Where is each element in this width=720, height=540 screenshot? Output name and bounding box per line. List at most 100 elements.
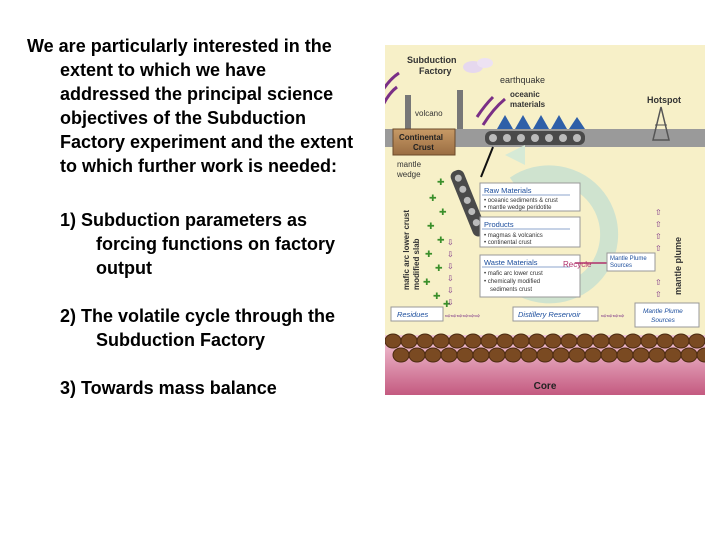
rock bbox=[392, 347, 410, 363]
svg-text:⇧: ⇧ bbox=[655, 244, 662, 253]
svg-text:✚: ✚ bbox=[435, 263, 443, 273]
rock bbox=[640, 333, 658, 349]
products-item: • continental crust bbox=[484, 240, 532, 246]
rock bbox=[632, 347, 650, 363]
mantle-plume-sources-bottom-line2: Sources bbox=[651, 317, 676, 324]
recycle-label: Recycle bbox=[563, 260, 592, 269]
svg-text:✚: ✚ bbox=[425, 249, 433, 259]
continental-crust-label-line1: Continental bbox=[399, 133, 443, 142]
rock bbox=[688, 333, 705, 349]
mantle-plume-sources-line1: Mantle Plume bbox=[610, 256, 647, 262]
rock bbox=[656, 333, 674, 349]
mantle-plume-sources-bottom-box bbox=[634, 302, 700, 328]
hotspot-tower-icon bbox=[652, 106, 670, 141]
rock bbox=[432, 333, 450, 349]
svg-text:⇩: ⇩ bbox=[447, 250, 454, 259]
oceanic-label-line1: oceanic bbox=[510, 90, 540, 99]
svg-text:✚: ✚ bbox=[443, 299, 451, 309]
descending-slab bbox=[450, 169, 487, 237]
products-heading: Products bbox=[484, 220, 514, 229]
svg-text:⇧: ⇧ bbox=[655, 220, 662, 229]
continental-crust-label-line2: Crust bbox=[413, 143, 434, 152]
rock bbox=[385, 333, 402, 349]
recycle-arrowhead bbox=[505, 145, 525, 165]
rock bbox=[680, 347, 698, 363]
raw-materials-heading: Raw Materials bbox=[484, 186, 532, 195]
rock bbox=[448, 333, 466, 349]
waste-materials-heading: Waste Materials bbox=[484, 258, 538, 267]
rock bbox=[456, 347, 474, 363]
emission-wave-icon bbox=[385, 71, 400, 90]
waste-materials-box bbox=[479, 254, 581, 298]
rock bbox=[576, 333, 594, 349]
chimney bbox=[457, 90, 463, 145]
rock bbox=[624, 333, 642, 349]
earthquake-label: earthquake bbox=[500, 75, 545, 85]
emission-wave-icon bbox=[385, 85, 398, 105]
rock bbox=[536, 347, 554, 363]
svg-text:✚: ✚ bbox=[437, 235, 445, 245]
intro-paragraph: We are particularly interested in the ex… bbox=[27, 36, 354, 176]
rock bbox=[520, 347, 538, 363]
products-item: • magmas & volcanics bbox=[484, 233, 543, 239]
emission-wave-icon bbox=[481, 97, 506, 126]
oceanic-material-piles bbox=[497, 115, 585, 129]
mantle-wedge-line2: wedge bbox=[396, 170, 421, 179]
svg-text:⇧: ⇧ bbox=[655, 290, 662, 299]
rock bbox=[480, 333, 498, 349]
svg-text:⇧: ⇧ bbox=[655, 278, 662, 287]
products-box bbox=[479, 216, 581, 248]
svg-text:✚: ✚ bbox=[433, 291, 441, 301]
objective-2: 2) The volatile cycle through the Subduc… bbox=[60, 306, 336, 350]
slab-fragments: ✚✚✚ ✚✚✚ ✚✚✚✚ bbox=[423, 177, 451, 309]
rock bbox=[400, 333, 418, 349]
rock bbox=[616, 347, 634, 363]
svg-text:⇩: ⇩ bbox=[447, 238, 454, 247]
rock bbox=[440, 347, 458, 363]
slab-label-line1: mafic arc lower crust bbox=[402, 210, 411, 290]
continental-crust-box bbox=[392, 128, 456, 156]
svg-text:⇧: ⇧ bbox=[655, 232, 662, 241]
svg-text:⇧: ⇧ bbox=[655, 208, 662, 217]
rock bbox=[648, 347, 666, 363]
rock bbox=[416, 333, 434, 349]
rock bbox=[568, 347, 586, 363]
rock-layer bbox=[385, 333, 705, 363]
rock bbox=[496, 333, 514, 349]
flow-arrows: ⇨⇨⇨⇨ bbox=[601, 313, 625, 320]
residues-label: Residues bbox=[397, 310, 429, 319]
residues-box bbox=[390, 306, 444, 322]
flow-arrows: ⇨⇨⇨⇨⇨⇨ bbox=[445, 313, 480, 320]
rock bbox=[664, 347, 682, 363]
rock bbox=[696, 347, 705, 363]
hotspot-label: Hotspot bbox=[647, 95, 681, 105]
waste-materials-item: • mafic arc lower crust bbox=[484, 271, 543, 277]
raw-materials-item: • mantle wedge peridotite bbox=[484, 205, 552, 211]
conveyor-roller-wheels bbox=[489, 134, 581, 142]
raw-materials-item: • oceanic sediments & crust bbox=[484, 198, 558, 204]
diagram-title-line2: Factory bbox=[419, 66, 452, 76]
input-arrow bbox=[480, 146, 494, 178]
rock bbox=[408, 347, 426, 363]
smoke-cloud bbox=[477, 58, 493, 68]
slide-text: We are particularly interested in the ex… bbox=[20, 34, 360, 400]
volcano-label: volcano bbox=[415, 109, 443, 118]
svg-text:✚: ✚ bbox=[423, 277, 431, 287]
down-arrows: ⇩⇩⇩ ⇩⇩⇩ bbox=[447, 238, 454, 307]
objective-3: 3) Towards mass balance bbox=[60, 378, 277, 398]
core-label: Core bbox=[534, 381, 557, 392]
rock bbox=[584, 347, 602, 363]
rock bbox=[672, 333, 690, 349]
mantle-plume-sources-box bbox=[606, 252, 656, 272]
mantle-plume-sources-bottom-line1: Mantle Plume bbox=[643, 308, 683, 315]
svg-text:✚: ✚ bbox=[427, 221, 435, 231]
rock bbox=[608, 333, 626, 349]
oceanic-label-line2: materials bbox=[510, 100, 546, 109]
rock bbox=[504, 347, 522, 363]
rock bbox=[488, 347, 506, 363]
emission-wave-icon bbox=[475, 95, 495, 118]
rock bbox=[424, 347, 442, 363]
raw-materials-box bbox=[479, 182, 581, 212]
mantle-plume-sources-line2: Sources bbox=[610, 263, 632, 269]
subduction-factory-diagram: Subduction Factory volcano earthquake oc… bbox=[385, 45, 705, 395]
